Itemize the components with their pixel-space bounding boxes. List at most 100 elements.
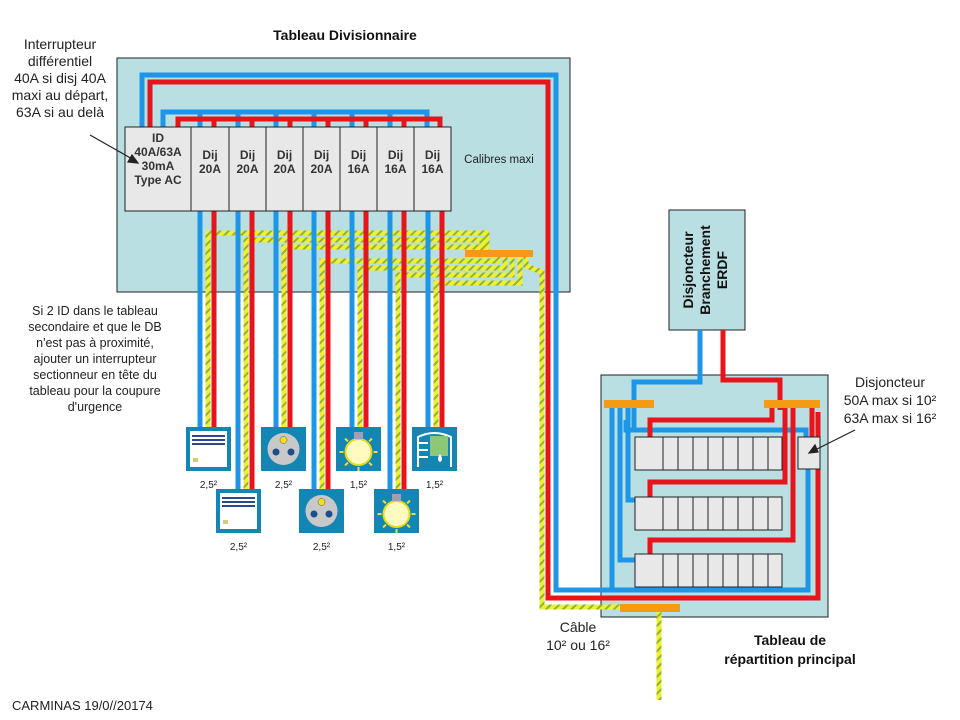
breaker-label: ID [152,131,164,145]
main-breaker-module [677,496,694,531]
main-breaker-module [767,553,783,588]
svg-text:Disjoncteur: Disjoncteur [680,231,696,309]
annotation-arrows [89,134,856,454]
main-breaker-module [634,496,664,531]
main-breaker-row [634,496,783,531]
main-breaker-module [752,496,769,531]
breaker-label: Dij [240,148,255,162]
main-breaker-row [634,436,783,471]
svg-text:40A si disj 40A: 40A si disj 40A [14,70,106,86]
breaker-label: 40A/63A [134,145,182,159]
main-breaker-module [752,436,769,471]
svg-text:63A si au delà: 63A si au delà [16,104,104,120]
svg-text:d'urgence: d'urgence [68,400,123,414]
main-breaker-module [677,436,694,471]
main-breaker-module [722,436,739,471]
breaker-label: 30mA [142,159,175,173]
breaker-label: Dij [388,148,403,162]
svg-text:50A max si 10²: 50A max si 10² [844,392,937,408]
main-breaker-module [737,553,754,588]
svg-text:ERDF: ERDF [714,251,730,290]
breaker-label: Dij [425,148,440,162]
svg-text:différentiel: différentiel [28,53,92,69]
wire-section-label: 2,5² [313,542,331,553]
svg-text:secondaire et que le DB: secondaire et que le DB [28,320,161,334]
breaker-label: 20A [310,162,332,176]
main-breaker-rows [634,436,783,588]
svg-text:Tableau de: Tableau de [754,632,826,648]
breaker-label: Dij [277,148,292,162]
main-breaker-module [662,496,679,531]
breaker-label: 20A [273,162,295,176]
footer-credit: CARMINAS 19/0//20174 [12,698,153,713]
svg-text:10² ou 16²: 10² ou 16² [546,637,610,653]
breaker-label: Type AC [134,173,182,187]
lamp-load: 1,5² [374,489,419,553]
towel-dryer-load: 1,5² [412,427,457,491]
section-note: Si 2 ID dans le tableau secondaire et qu… [28,304,161,414]
radiator-load: 2,5² [216,489,261,553]
main-breaker-module [662,553,679,588]
main-board-title: Tableau de répartition principal [724,632,855,667]
breaker-label: 20A [199,162,221,176]
calibres-label: Calibres maxi [464,154,534,166]
main-breaker-module [722,496,739,531]
main-breaker-module [737,436,754,471]
svg-text:Disjoncteur: Disjoncteur [855,374,925,390]
main-breaker-module [707,553,724,588]
main-breaker-module [767,436,783,471]
feeder-cable [139,72,821,601]
radiator-load: 2,5² [186,427,231,491]
breaker-label: 20A [236,162,258,176]
svg-text:63A max si 16²: 63A max si 16² [844,410,937,426]
svg-text:n'est pas à proximité,: n'est pas à proximité, [36,336,154,350]
erdf-breaker-box [668,209,746,331]
breaker-label: 16A [384,162,406,176]
main-earth-busbar [620,604,680,612]
svg-text:Branchement: Branchement [697,225,713,315]
breaker-label: 16A [421,162,443,176]
earth-conductors [205,230,662,700]
breaker-label: Dij [202,148,217,162]
svg-text:sectionneur en tête du: sectionneur en tête du [33,368,157,382]
wire-section-label: 2,5² [200,480,218,491]
socket-load: 2,5² [261,427,306,491]
main-neutral-busbar [604,400,654,408]
breaker-note: Disjoncteur 50A max si 10² 63A max si 16… [844,374,937,426]
cable-note: Câble 10² ou 16² [546,619,610,653]
main-breaker-module [707,496,724,531]
main-breaker-module [634,436,664,471]
main-breaker-module [707,436,724,471]
main-breaker-module [692,496,709,531]
svg-text:répartition principal: répartition principal [724,651,855,667]
svg-text:tableau pour la coupure: tableau pour la coupure [29,384,160,398]
main-phase-busbar [764,400,820,408]
breaker-label: Dij [351,148,366,162]
main-breaker-module [692,436,709,471]
socket-load: 2,5² [299,489,344,553]
breaker-label: Dij [314,148,329,162]
main-breaker-module [662,436,679,471]
main-breaker-module [752,553,769,588]
main-breaker-module [722,553,739,588]
svg-text:Interrupteur: Interrupteur [24,36,97,52]
circuit-wires [197,210,445,490]
main-breaker-module [737,496,754,531]
svg-text:Câble: Câble [560,619,597,635]
svg-text:ajouter un interrupteur: ajouter un interrupteur [34,352,157,366]
wire-section-label: 1,5² [350,480,368,491]
erdf-breaker-label: Disjoncteur Branchement ERDF [680,225,730,315]
phase-comb [175,116,443,127]
id-note: Interrupteur différentiel 40A si disj 40… [12,36,109,120]
main-breaker-module [692,553,709,588]
wire-section-label: 1,5² [388,542,406,553]
